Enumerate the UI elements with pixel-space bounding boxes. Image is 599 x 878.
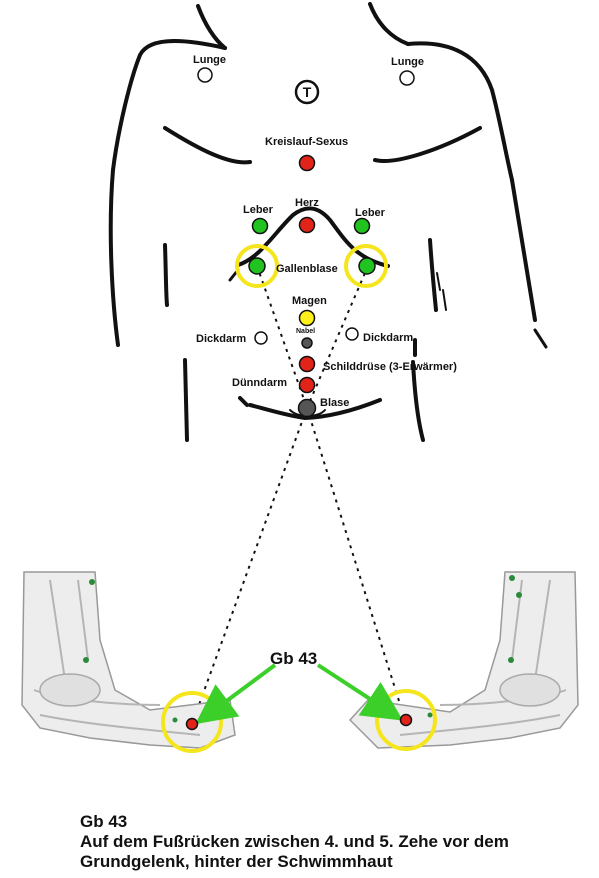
label-leber-right: Leber bbox=[355, 207, 386, 219]
gb43-arrow-left bbox=[195, 663, 277, 725]
right-foot-illustration bbox=[348, 571, 579, 749]
label-lunge-right: Lunge bbox=[391, 56, 424, 68]
point-magen bbox=[298, 309, 316, 327]
caption-line-1: Auf dem Fußrücken zwischen 4. und 5. Zeh… bbox=[80, 832, 509, 851]
point-gb43-left bbox=[185, 717, 199, 731]
label-nabel: Nabel bbox=[296, 328, 315, 335]
gallenblase-right-highlight bbox=[344, 244, 388, 288]
label-lunge-left: Lunge bbox=[193, 54, 226, 66]
label-herz: Herz bbox=[295, 197, 319, 209]
point-leber-right bbox=[353, 217, 371, 235]
label-duenndarm: Dünndarm bbox=[232, 377, 287, 389]
point-schilddruese bbox=[298, 355, 316, 373]
point-leber-left bbox=[251, 217, 269, 235]
point-dickdarm-right bbox=[345, 327, 359, 341]
point-gallenblase-left bbox=[248, 257, 266, 275]
label-gallenblase: Gallenblase bbox=[276, 263, 338, 275]
point-gallenblase-right bbox=[358, 257, 376, 275]
label-dickdarm-right: Dickdarm bbox=[363, 332, 413, 344]
point-dickdarm-left bbox=[254, 331, 268, 345]
point-lunge-right bbox=[399, 70, 415, 86]
point-gb43-right bbox=[399, 713, 413, 727]
svg-text:T: T bbox=[303, 84, 312, 100]
label-leber-left: Leber bbox=[243, 204, 274, 216]
label-magen: Magen bbox=[292, 295, 327, 307]
point-lunge-left bbox=[197, 67, 213, 83]
label-blase: Blase bbox=[320, 397, 349, 409]
point-herz bbox=[298, 216, 316, 234]
meridian-lines bbox=[191, 265, 406, 725]
caption: Gb 43 Auf dem Fußrücken zwischen 4. und … bbox=[80, 812, 595, 872]
gallenblase-left-highlight bbox=[235, 244, 279, 288]
caption-title: Gb 43 bbox=[80, 812, 128, 831]
torso-outline bbox=[108, 2, 548, 442]
label-dickdarm-left: Dickdarm bbox=[196, 333, 246, 345]
label-gb43: Gb 43 bbox=[270, 649, 317, 668]
point-blase bbox=[297, 398, 317, 418]
point-kreislauf bbox=[298, 154, 316, 172]
label-schilddruese: Schilddrüse (3-Erwärmer) bbox=[323, 361, 457, 373]
left-foot-illustration bbox=[21, 571, 236, 749]
center-t-symbol: T bbox=[294, 79, 320, 105]
caption-line-2: Grundgelenk, hinter der Schwimmhaut bbox=[80, 852, 393, 871]
point-duenndarm bbox=[298, 376, 316, 394]
point-nabel bbox=[301, 337, 313, 349]
gb43-arrow-right bbox=[316, 663, 404, 721]
label-kreislauf: Kreislauf-Sexus bbox=[265, 136, 348, 148]
